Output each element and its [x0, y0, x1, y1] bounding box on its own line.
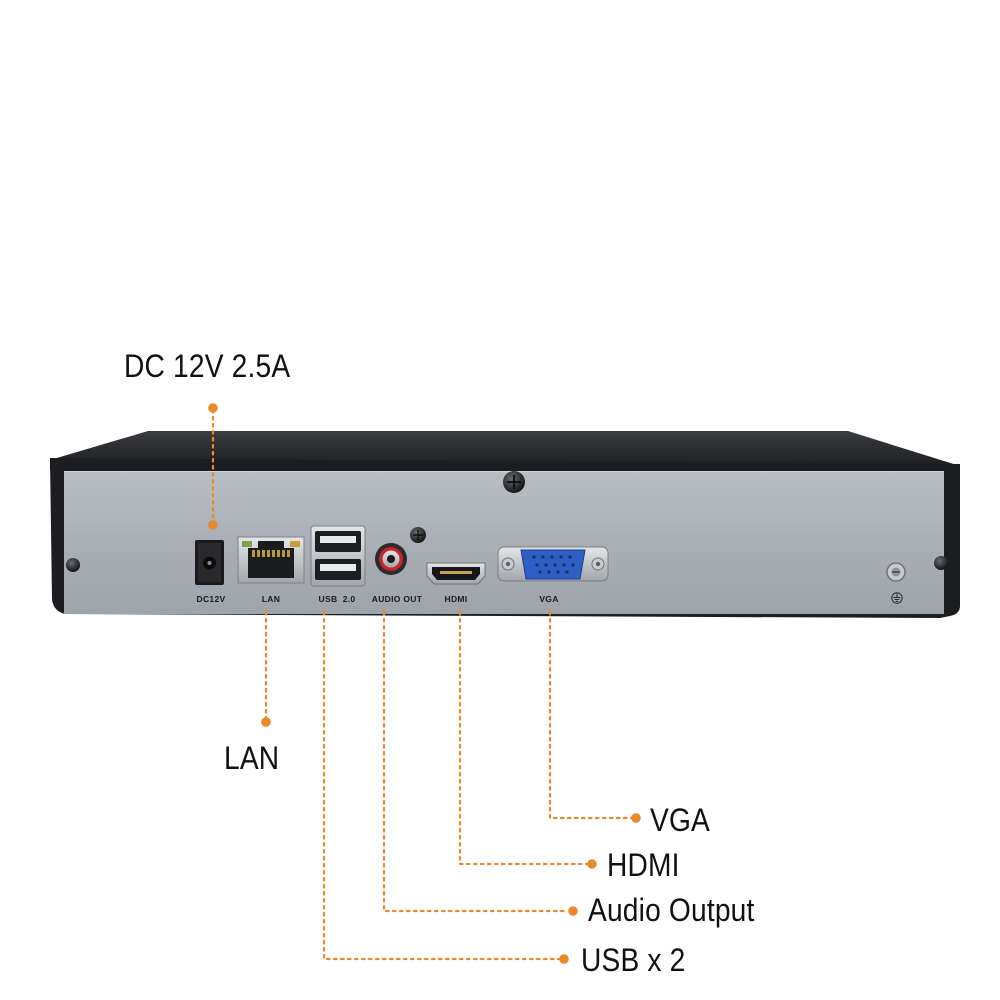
ground-symbol-icon	[891, 592, 903, 604]
vga-port-label: VGA	[539, 594, 558, 604]
audio-port-label: AUDIO OUT	[372, 594, 423, 604]
callout-lan: LAN	[224, 740, 280, 776]
leader-dot-vga	[631, 813, 641, 823]
hdmi-port-label: HDMI	[445, 594, 468, 604]
leader-lines	[211, 408, 634, 961]
leader-dot-audio	[568, 906, 578, 916]
hdmi-port	[426, 562, 486, 585]
leader-dot-hdmi	[587, 859, 597, 869]
callout-vga: VGA	[650, 802, 711, 838]
usb-port-label: USB 2.0	[319, 594, 356, 604]
leader-dot-dc-bottom	[208, 520, 218, 530]
callout-usb: USB x 2	[581, 942, 686, 978]
dc-power-port	[195, 540, 224, 585]
callout-audio-output: Audio Output	[588, 892, 755, 928]
right-side-screw-icon	[934, 556, 948, 570]
chassis	[50, 431, 960, 618]
ground-terminal	[886, 562, 906, 604]
panel-screw-icon	[410, 527, 426, 543]
callout-dc-power: DC 12V 2.5A	[124, 348, 291, 384]
lan-port	[237, 536, 305, 584]
usb-ports	[310, 525, 366, 587]
dc-port-label: DC12V	[197, 594, 226, 604]
callout-hdmi: HDMI	[607, 847, 680, 883]
left-side-screw-icon	[66, 558, 80, 572]
leader-dot-dc-top	[208, 403, 218, 413]
leader-dot-lan	[261, 717, 271, 727]
audio-out-port	[375, 543, 407, 575]
leader-line-audio	[382, 610, 570, 913]
lan-port-label: LAN	[262, 594, 280, 604]
vga-port	[497, 546, 609, 582]
leader-dots	[208, 403, 641, 964]
leader-line-hdmi	[458, 610, 590, 866]
leader-line-vga	[548, 610, 634, 820]
leader-line-usb	[322, 610, 562, 961]
leader-dot-usb	[559, 954, 569, 964]
